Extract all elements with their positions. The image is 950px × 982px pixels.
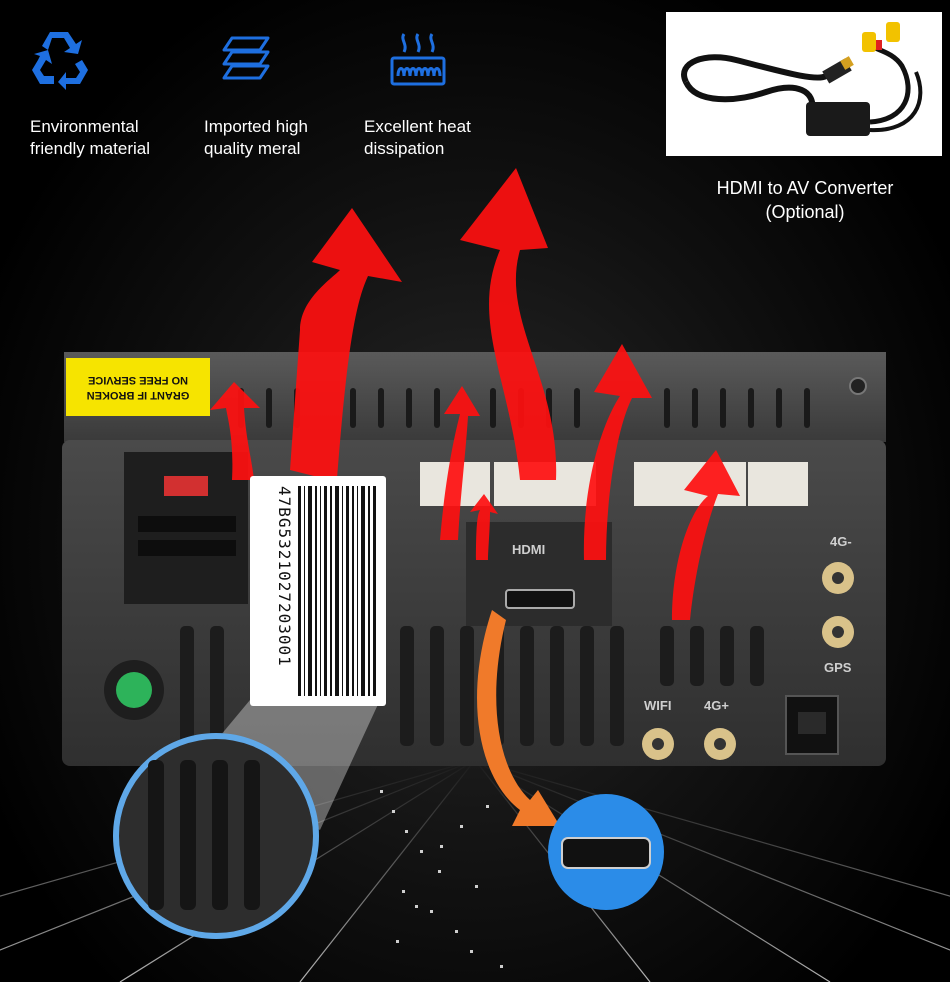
barcode-label	[250, 476, 386, 706]
antenna-4g-minus-label: 4G-	[830, 534, 852, 549]
heat-dissipation-icon	[390, 33, 446, 86]
hdmi-label: HDMI	[512, 542, 546, 557]
feature-heat: Excellent heat dissipation	[364, 30, 471, 160]
converter-photo	[666, 12, 942, 156]
feature-material: Imported high quality meral	[204, 30, 308, 160]
feature-heat-text: Excellent heat dissipation	[364, 117, 471, 158]
hdmi-av-cable-image	[681, 22, 923, 136]
barcode-icon	[298, 486, 376, 696]
feature-eco-text: Environmental friendly material	[30, 117, 150, 158]
antenna-4g-plus-label: 4G+	[704, 698, 729, 713]
feature-eco: Environmental friendly material	[30, 30, 150, 160]
feature-material-text: Imported high quality meral	[204, 117, 308, 158]
converter-caption: HDMI to AV Converter (Optional)	[716, 178, 894, 222]
warranty-sticker-line2: NO FREE SERVICE	[87, 374, 189, 386]
warranty-sticker-line1: GRANT IF BROKEN	[86, 389, 190, 401]
layers-icon	[222, 36, 270, 80]
warranty-sticker: GRANT IF BROKEN NO FREE SERVICE	[66, 358, 210, 416]
barcode-number: 47BG5321027203001	[275, 486, 294, 667]
wifi-label: WIFI	[644, 698, 672, 713]
recycle-icon	[32, 32, 88, 90]
gps-label: GPS	[824, 660, 852, 675]
